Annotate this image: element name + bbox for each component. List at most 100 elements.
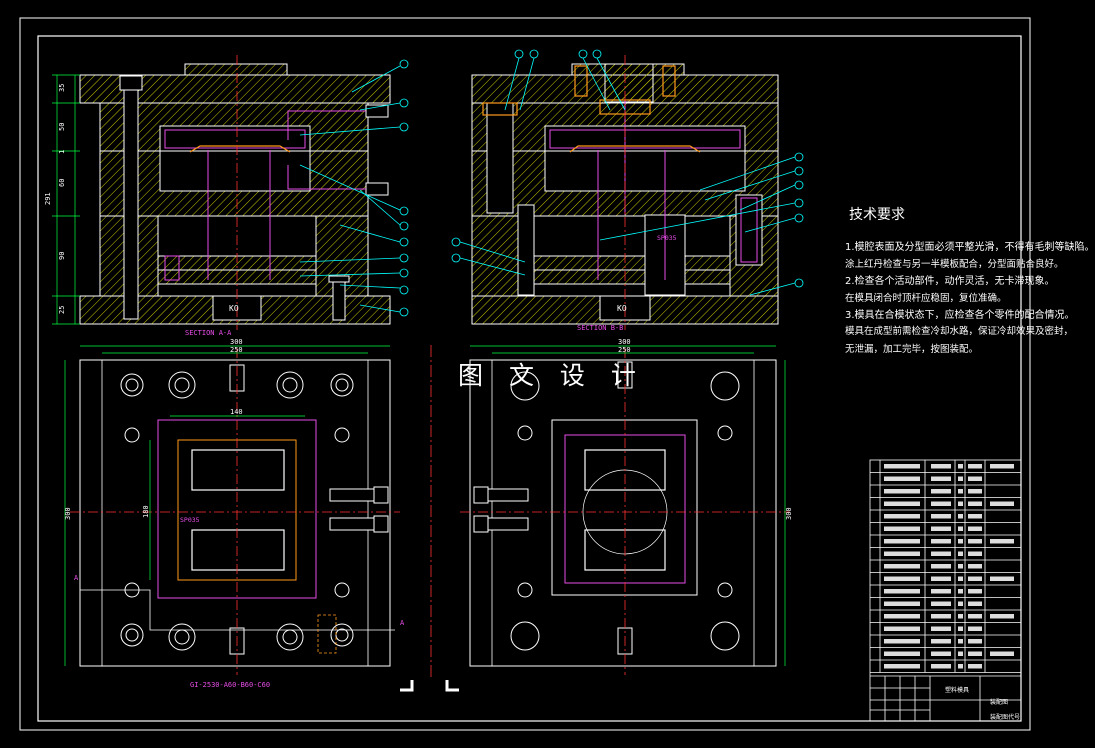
section-b-b-view	[451, 49, 804, 330]
dim-left-1: 1	[58, 150, 66, 154]
bom-cell-mark	[931, 589, 951, 594]
bom-cell-mark	[931, 576, 951, 581]
bom-cell-mark	[958, 526, 963, 531]
title-block-drawing: 装配图	[990, 699, 1009, 706]
section-a-a-view	[52, 55, 409, 330]
dim-plan-b-250: 250	[618, 346, 631, 354]
bom-cell-mark	[958, 489, 963, 494]
bom-cell-mark	[958, 626, 963, 631]
bom-cell-mark	[958, 576, 963, 581]
bom-cell-mark	[958, 651, 963, 656]
tech-req-line-1: 1.模腔表面及分型面必须平整光滑，不得有毛刺等缺陷。	[845, 242, 1095, 253]
dim-left-35: 35	[58, 84, 66, 92]
mold-base-code: GI-2530-A60-B60-C60	[190, 681, 270, 689]
drawing-sheet: 35 50 1 60 90 25 291 300 250 140 300 180…	[19, 17, 1031, 731]
title-block	[869, 459, 1022, 722]
bom-cell-mark	[958, 464, 963, 469]
bom-cell-mark	[884, 476, 920, 481]
bom-cell-mark	[884, 564, 920, 569]
bom-cell-mark	[968, 639, 982, 644]
sheet-border	[19, 17, 1031, 731]
bom-cell-mark	[931, 626, 951, 631]
section-marker-a-right: A	[400, 619, 405, 627]
bom-cell-mark	[958, 639, 963, 644]
bom-cell-mark	[968, 526, 982, 531]
dim-left-50: 50	[58, 123, 66, 131]
dim-left-60: 60	[58, 179, 66, 187]
bom-cell-mark	[968, 539, 982, 544]
plan-view-b	[460, 345, 790, 675]
mold-label-ko-b: KO	[617, 304, 627, 313]
dim-plan-a-250: 250	[230, 346, 243, 354]
bom-cell-mark	[931, 501, 951, 506]
bom-cell-mark	[958, 539, 963, 544]
dim-plan-a-140: 140	[230, 408, 243, 416]
bom-cell-mark	[884, 551, 920, 556]
bom-cell-mark	[990, 651, 1014, 656]
bom-cell-mark	[968, 664, 982, 669]
section-label-a-a: SECTION A-A	[185, 329, 232, 337]
bom-cell-mark	[931, 651, 951, 656]
bom-cell-mark	[931, 614, 951, 619]
plan-view-a	[64, 345, 400, 675]
bom-cell-mark	[990, 501, 1014, 506]
dim-left-25: 25	[58, 306, 66, 314]
bom-cell-mark	[968, 464, 982, 469]
bom-cell-mark	[990, 576, 1014, 581]
dimension-texts: 35 50 1 60 90 25 291 300 250 140 300 180…	[44, 84, 793, 520]
bom-cell-mark	[884, 664, 920, 669]
bom-cell-mark	[968, 501, 982, 506]
dim-plan-b-side-300: 300	[785, 507, 793, 520]
dim-plan-b-300: 300	[618, 338, 631, 346]
bom-cell-mark	[968, 564, 982, 569]
tech-req-line-2: 涂上红丹检查与另一半模板配合，分型面贴合良好。	[845, 259, 1064, 270]
bom-cell-mark	[884, 614, 920, 619]
bom-cell-mark	[968, 614, 982, 619]
bom-cell-mark	[884, 601, 920, 606]
dim-left-90: 90	[58, 252, 66, 260]
bom-cell-mark	[968, 476, 982, 481]
tech-req-line-5: 3.模具在合模状态下，应检查各个零件的配合情况。	[845, 310, 1075, 321]
bom-cell-mark	[931, 601, 951, 606]
bom-cell-mark	[968, 551, 982, 556]
bom-cell-mark	[968, 626, 982, 631]
section-marker-a-left: A	[74, 574, 79, 582]
bom-cell-mark	[931, 564, 951, 569]
bom-cell-mark	[968, 651, 982, 656]
bom-cell-mark	[931, 514, 951, 519]
mold-label-ko-a: KO	[229, 304, 239, 313]
bom-cell-mark	[931, 526, 951, 531]
bom-cell-mark	[958, 551, 963, 556]
bom-cell-mark	[958, 589, 963, 594]
bom-cell-mark	[884, 539, 920, 544]
bom-cell-mark	[968, 489, 982, 494]
bom-cell-mark	[968, 576, 982, 581]
sp-label-b: SP035	[657, 234, 677, 242]
bom-cell-mark	[884, 501, 920, 506]
bom-cell-mark	[958, 614, 963, 619]
watermark-text: 图 文 设 计	[458, 361, 645, 390]
annotation-texts: SP035 SP035 GI-2530-A60-B60-C60 A A	[74, 234, 677, 689]
bom-cell-mark	[968, 601, 982, 606]
bom-cell-mark	[931, 489, 951, 494]
dim-plan-a-side-180: 180	[142, 505, 150, 518]
bom-cell-mark	[958, 664, 963, 669]
bom-cell-mark	[931, 464, 951, 469]
bom-cell-mark	[968, 589, 982, 594]
bom-cell-mark	[884, 639, 920, 644]
dim-left-total: 291	[44, 192, 52, 205]
technical-requirements-title: 技术要求	[849, 207, 905, 223]
bom-cell-mark	[884, 626, 920, 631]
bom-cell-mark	[931, 476, 951, 481]
bom-cell-mark	[958, 564, 963, 569]
section-label-b-b: SECTION B-B	[577, 324, 624, 332]
bom-cell-mark	[884, 576, 920, 581]
bom-cell-mark	[958, 476, 963, 481]
bom-cell-mark	[884, 489, 920, 494]
bom-cell-mark	[884, 464, 920, 469]
dim-plan-a-300: 300	[230, 338, 243, 346]
bom-cell-mark	[884, 589, 920, 594]
tech-req-line-4: 在模具闭合时顶杆应稳固，复位准确。	[845, 293, 1007, 304]
bom-cell-mark	[958, 514, 963, 519]
bom-cell-mark	[884, 651, 920, 656]
